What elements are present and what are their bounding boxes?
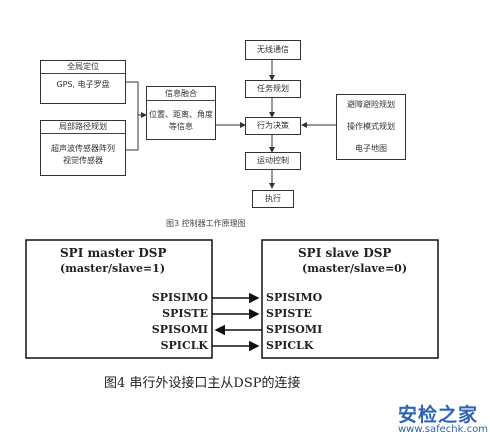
master-dsp-box [25,239,213,359]
wireless-comm-box: 无线通信 [245,40,301,60]
global-positioning-title: 全局定位 [41,61,125,74]
slave-spisomi-label: SPISOMI [266,323,323,336]
slave-dsp-box [261,239,439,359]
local-path-planning-body-2: 视觉传感器 [63,156,103,165]
global-positioning-box: 全局定位 GPS, 电子罗盘 [40,60,126,104]
slave-dsp-subtitle: (master/slave=0) [302,262,408,275]
local-path-planning-body-1: 超声波传感器阵列 [51,144,115,153]
planning-group-box: 避障避险规划 操作模式规划 电子地图 [336,94,406,160]
operation-mode-label: 操作模式规划 [347,122,395,131]
slave-spiste-label: SPISTE [266,307,312,320]
master-spiste-label: SPISTE [162,307,208,320]
watermark-url: www.safechk.com [398,424,488,435]
motion-control-label: 运动控制 [257,156,289,165]
slave-spiclk-label: SPICLK [266,339,314,352]
info-fusion-box: 信息融合 位置、距离、角度 等信息 [146,86,216,140]
master-spisimo-label: SPISIMO [151,291,208,304]
figure-4-caption: 图4 串行外设接口主从DSP的连接 [104,376,301,391]
master-spiclk-label: SPICLK [160,339,208,352]
local-path-planning-title: 局部路径规划 [41,121,125,134]
behavior-decision-box: 行为决策 [245,117,301,135]
task-planning-label: 任务规划 [257,84,289,93]
info-fusion-body-2: 等信息 [169,122,193,131]
master-dsp-subtitle: (master/slave=1) [60,262,166,275]
local-path-planning-box: 局部路径规划 超声波传感器阵列 视觉传感器 [40,120,126,176]
wireless-comm-label: 无线通信 [257,45,289,54]
motion-control-box: 运动控制 [245,152,301,170]
electronic-map-label: 电子地图 [355,144,387,153]
execute-label: 执行 [265,194,281,203]
obstacle-avoid-label: 避障避险规划 [347,100,395,109]
master-dsp-title: SPI master DSP [60,246,167,260]
info-fusion-body-1: 位置、距离、角度 [149,110,213,119]
execute-box: 执行 [252,190,294,208]
master-spisomi-label: SPISOMI [151,323,208,336]
slave-dsp-title: SPI slave DSP [298,246,392,260]
slave-spisimo-label: SPISIMO [266,291,323,304]
info-fusion-title: 信息融合 [147,87,215,101]
watermark-brand: 安检之家 [398,404,479,426]
task-planning-box: 任务规划 [245,80,301,98]
behavior-decision-label: 行为决策 [257,121,289,130]
figure-3-caption: 图3 控制器工作原理图 [166,219,246,228]
global-positioning-body: GPS, 电子罗盘 [56,80,110,89]
